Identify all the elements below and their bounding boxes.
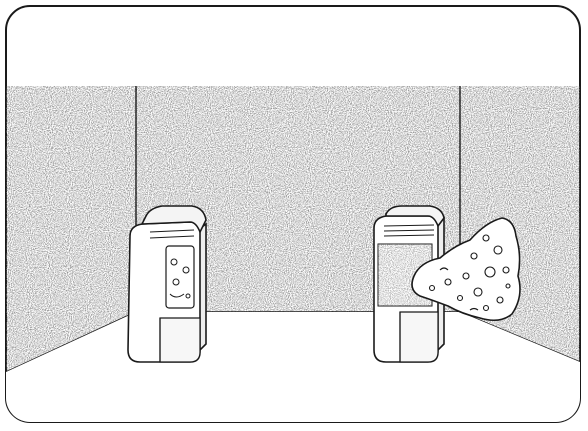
dehumidifier-icon [127,205,207,363]
airflow-cloud-icon [411,217,521,322]
